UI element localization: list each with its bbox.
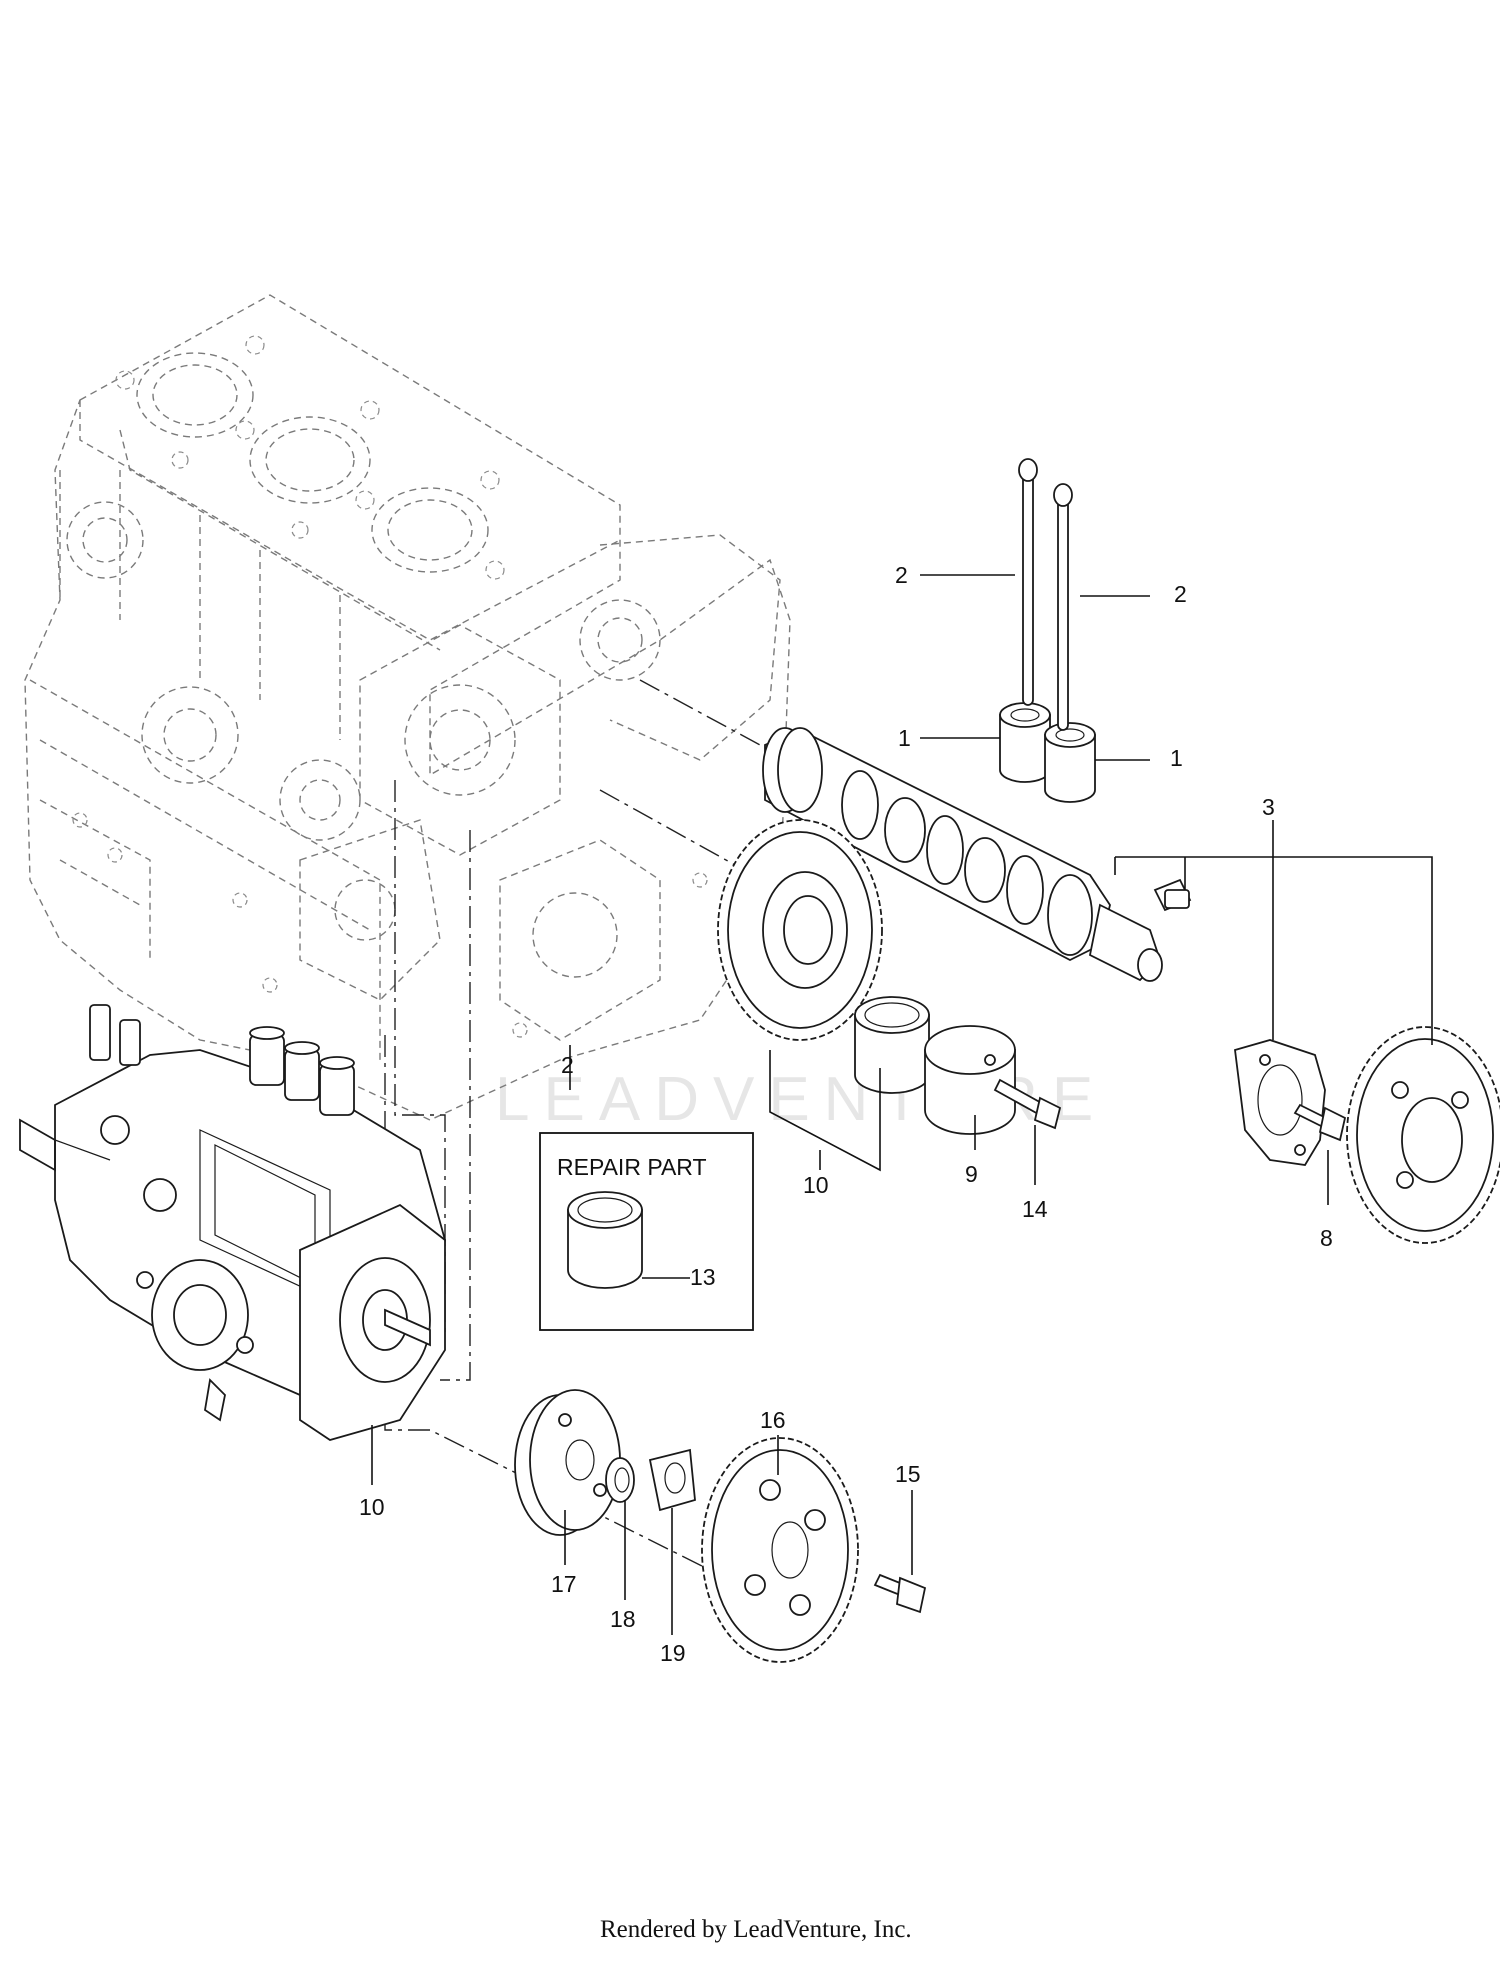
cam-plate: [1234, 1039, 1326, 1166]
callout-15: 15: [895, 1461, 921, 1487]
bolt-15: [873, 1573, 927, 1614]
callout-17: 17: [551, 1571, 577, 1597]
push-rods: [1018, 458, 1073, 731]
repair-part-box: REPAIR PART: [539, 1132, 754, 1331]
callout-16: 16: [760, 1407, 786, 1433]
spring-washer: [605, 1457, 635, 1503]
callout-3: 3: [1262, 794, 1275, 820]
callout-2-block: 2: [561, 1052, 574, 1078]
woodruff-key: [1164, 889, 1190, 909]
repair-part-title: REPAIR PART: [557, 1154, 707, 1180]
injection-pump: [19, 1004, 446, 1441]
callout-2-left: 2: [895, 562, 908, 588]
callout-14: 14: [1022, 1196, 1048, 1222]
tappets: [999, 702, 1096, 803]
bolt-8: [1293, 1103, 1347, 1142]
callout-1-right: 1: [1170, 745, 1183, 771]
pump-coupling: [514, 1389, 621, 1536]
callout-8: 8: [1320, 1225, 1333, 1251]
idle-shaft: [924, 1025, 1016, 1135]
nut: [648, 1448, 696, 1512]
engine-block-ghost: [24, 294, 791, 1121]
camshaft: [762, 727, 1192, 982]
callout-10-pump: 10: [359, 1494, 385, 1520]
callout-18: 18: [610, 1606, 636, 1632]
callout-10-gear: 10: [803, 1172, 829, 1198]
callout-2-right: 2: [1174, 581, 1187, 607]
callouts: 2 2 1 1 3 2 10 9 14 8 13 16 15 10 17 18 …: [359, 562, 1333, 1666]
pump-gear: [701, 1437, 859, 1663]
bolt-14: [993, 1078, 1062, 1130]
bushing: [854, 996, 930, 1094]
cam-gear: [1346, 1026, 1500, 1244]
leader-lines: [371, 574, 1433, 1635]
footer-credit: Rendered by LeadVenture, Inc.: [600, 1916, 912, 1943]
callout-9: 9: [965, 1161, 978, 1187]
callout-1-left: 1: [898, 725, 911, 751]
callout-19: 19: [660, 1640, 686, 1666]
callout-13: 13: [690, 1264, 716, 1290]
idle-gear: [717, 819, 883, 1041]
